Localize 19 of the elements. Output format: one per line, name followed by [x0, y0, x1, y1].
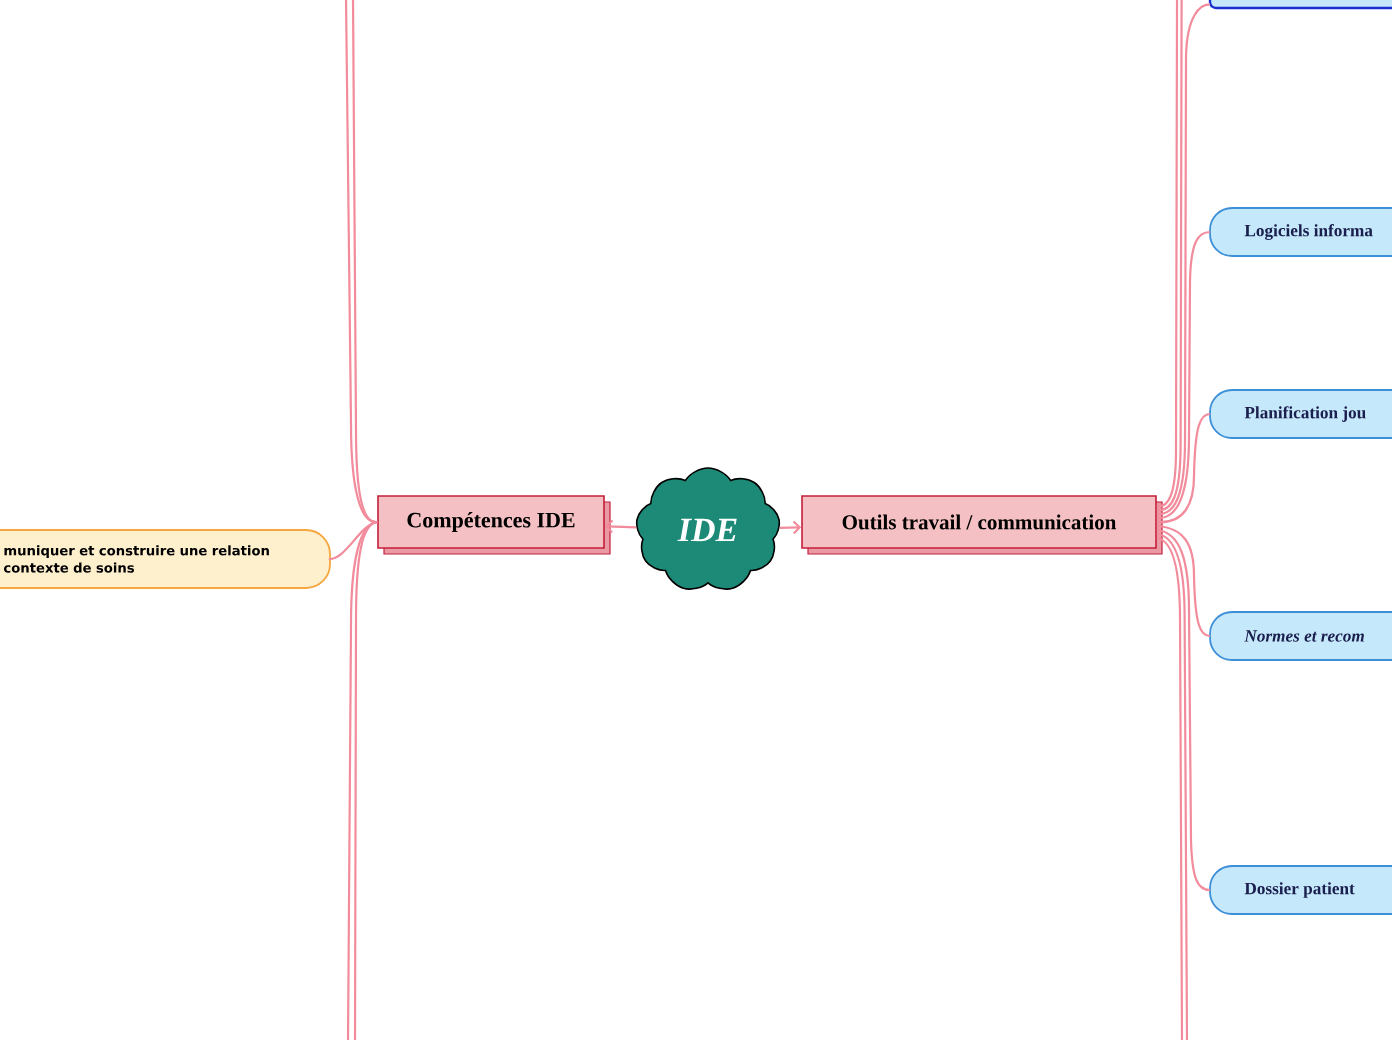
topic-box: Outils travail / communication	[801, 495, 1163, 555]
rounded-box: Planification jou	[1209, 389, 1392, 439]
connector-line	[351, 0, 378, 524]
connector-line	[346, 520, 378, 1040]
rounded-box: Dossier patient	[1209, 865, 1392, 915]
rounded-box: Logiciels informa	[1209, 207, 1392, 257]
rounded-box	[1208, 0, 1392, 10]
central-cloud: IDE	[635, 467, 781, 590]
connector-line	[353, 521, 378, 1040]
arrow	[779, 520, 802, 535]
connector-line	[1156, 528, 1211, 892]
arrow	[604, 519, 637, 534]
connector-line	[1156, 524, 1211, 638]
rounded-box: Normes et recom	[1209, 611, 1392, 661]
connector-line	[1156, 3, 1211, 516]
connector-line	[344, 0, 378, 524]
connector-line	[1156, 412, 1211, 524]
connector-line	[1156, 230, 1211, 520]
topic-box: Compétences IDE	[377, 495, 611, 555]
